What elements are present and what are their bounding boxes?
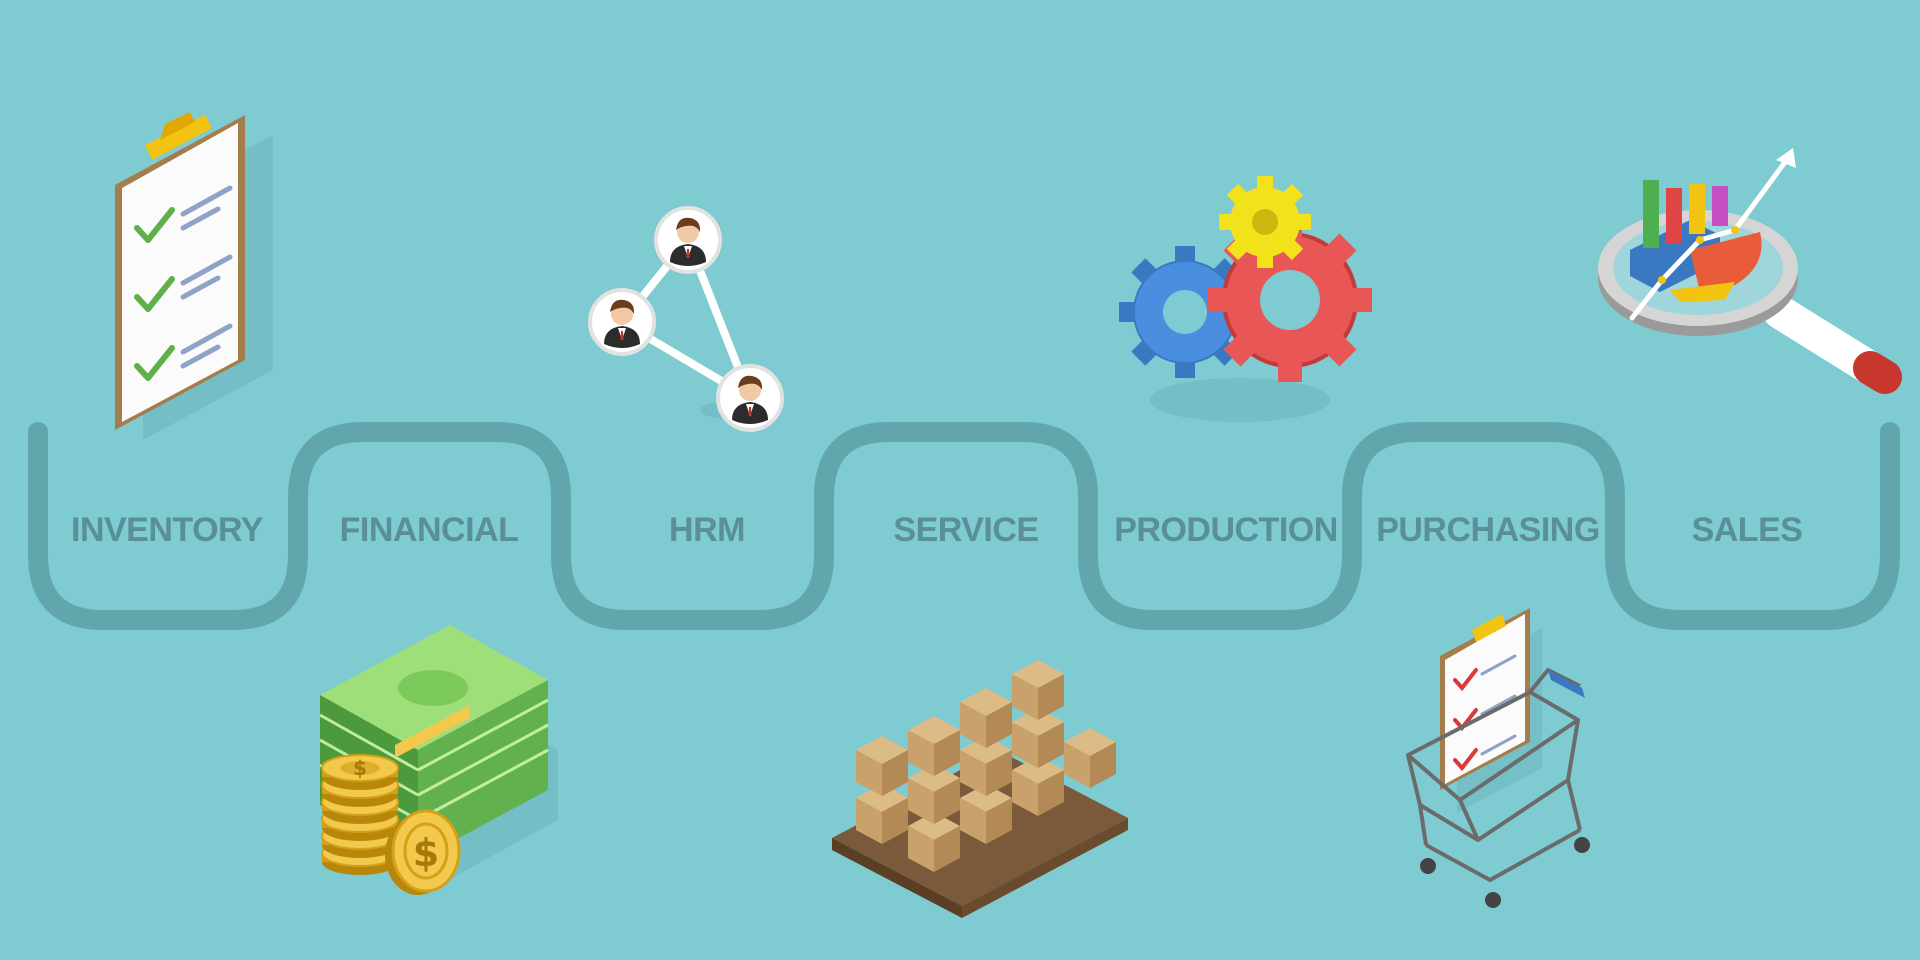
gears-icon bbox=[1119, 176, 1372, 422]
stage-label-production: PRODUCTION bbox=[1114, 511, 1338, 549]
svg-text:$: $ bbox=[413, 831, 439, 875]
stage-label-service: SERVICE bbox=[893, 511, 1038, 549]
money-and-coins-icon: $ $ bbox=[319, 625, 558, 895]
stage-label-sales: SALES bbox=[1692, 511, 1803, 549]
analytics-magnifier-icon bbox=[1598, 148, 1902, 394]
stage-label-financial: FINANCIAL bbox=[340, 511, 519, 549]
process-path bbox=[28, 422, 1900, 630]
stage-label-hrm: HRM bbox=[669, 511, 745, 549]
svg-text:$: $ bbox=[353, 756, 367, 780]
shopping-cart-checklist-icon bbox=[1406, 608, 1590, 908]
clipboard-checklist-icon bbox=[115, 112, 273, 440]
people-network-icon bbox=[588, 206, 784, 432]
stage-label-purchasing: PURCHASING bbox=[1376, 511, 1600, 549]
stage-label-inventory: INVENTORY bbox=[71, 511, 264, 549]
boxes-on-pallet-icon bbox=[832, 660, 1128, 918]
